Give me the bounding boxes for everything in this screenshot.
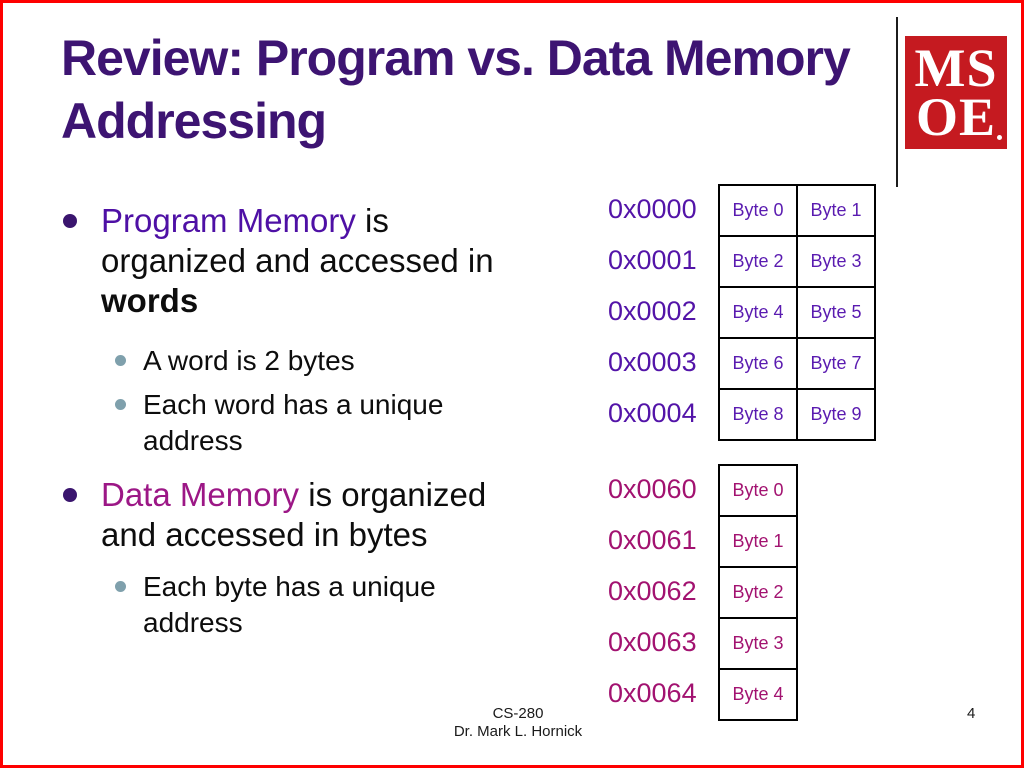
footer-author: Dr. Mark L. Hornick [453,723,583,740]
bullet-text-run: is organized [299,476,487,513]
byte-memory-table: Byte 0 Byte 1 Byte 2 Byte 3 Byte 4 [718,464,798,721]
byte-address: 0x0064 [608,678,697,708]
subbullet-dot-icon [115,581,126,592]
table-row: Byte 8 Byte 9 [718,388,876,441]
table-row: Byte 3 [718,617,798,670]
table-row: Byte 4 [718,668,798,721]
subbullet-dot-icon [115,399,126,410]
byte-cell: Byte 3 [718,617,798,670]
byte-address: 0x0061 [608,525,697,555]
byte-address: 0x0060 [608,474,697,504]
program-memory-keyword: Program Memory [101,202,356,239]
byte-cell: Byte 2 [718,566,798,619]
byte-cell: Byte 8 [718,388,798,441]
byte-cell: Byte 4 [718,286,798,339]
data-memory-keyword: Data Memory [101,476,300,513]
page-number: 4 [967,705,976,722]
vertical-divider [896,17,898,187]
byte-cell: Byte 9 [796,388,876,441]
word-address: 0x0001 [608,245,697,275]
byte-address: 0x0063 [608,627,697,657]
bullet-data-memory-text: Data Memory is organized and accessed in… [101,475,486,555]
byte-cell: Byte 7 [796,337,876,390]
subbullet-text: A word is 2 bytes [143,345,355,376]
footer: CS-280 Dr. Mark L. Hornick [333,705,703,741]
bullet-data-memory: Data Memory is organized and accessed in… [63,475,486,555]
byte-cell: Byte 0 [718,464,798,517]
bullet-dot-icon [63,488,77,502]
byte-cell: Byte 2 [718,235,798,288]
words-keyword: words [101,282,199,319]
table-row: Byte 6 Byte 7 [718,337,876,390]
word-memory-table: Byte 0 Byte 1 Byte 2 Byte 3 Byte 4 Byte … [718,184,876,441]
logo-registered-dot [997,135,1002,140]
word-memory-address-column: 0x0000 0x0001 0x0002 0x0003 0x0004 [608,184,704,439]
table-row: Byte 1 [718,515,798,568]
byte-cell: Byte 5 [796,286,876,339]
slide-title: Review: Program vs. Data Memory Addressi… [61,30,851,149]
subbullet-word-size: A word is 2 bytes [115,343,475,379]
msoe-logo-line2: OE [915,86,997,147]
word-address: 0x0002 [608,296,697,326]
table-row: Byte 2 [718,566,798,619]
bullet-text-run: organized and accessed in [101,242,494,279]
byte-cell: Byte 3 [796,235,876,288]
byte-cell: Byte 4 [718,668,798,721]
bullet-program-memory: Program Memory is organized and accessed… [63,201,494,321]
subbullet-byte-address: Each byte has a unique address [115,569,475,641]
byte-cell: Byte 1 [796,184,876,237]
word-address: 0x0003 [608,347,697,377]
table-row: Byte 4 Byte 5 [718,286,876,339]
subbullet-word-address: Each word has a unique address [115,387,475,459]
word-address: 0x0004 [608,398,697,428]
subbullet-text: Each word has a unique address [143,389,444,456]
bullet-dot-icon [63,214,77,228]
table-row: Byte 0 [718,464,798,517]
word-address: 0x0000 [608,194,697,224]
byte-cell: Byte 6 [718,337,798,390]
bullet-text-run: is [355,202,389,239]
byte-cell: Byte 0 [718,184,798,237]
msoe-logo: MS OE [905,36,1007,149]
subbullet-dot-icon [115,355,126,366]
byte-memory-address-column: 0x0060 0x0061 0x0062 0x0063 0x0064 [608,464,704,719]
byte-cell: Byte 1 [718,515,798,568]
bullet-text-run: and accessed in bytes [101,516,428,553]
msoe-logo-line1: MS [914,37,998,98]
footer-course: CS-280 [492,705,544,722]
table-row: Byte 0 Byte 1 [718,184,876,237]
table-row: Byte 2 Byte 3 [718,235,876,288]
subbullet-text: Each byte has a unique address [143,571,436,638]
byte-address: 0x0062 [608,576,697,606]
bullet-program-memory-text: Program Memory is organized and accessed… [101,201,494,321]
